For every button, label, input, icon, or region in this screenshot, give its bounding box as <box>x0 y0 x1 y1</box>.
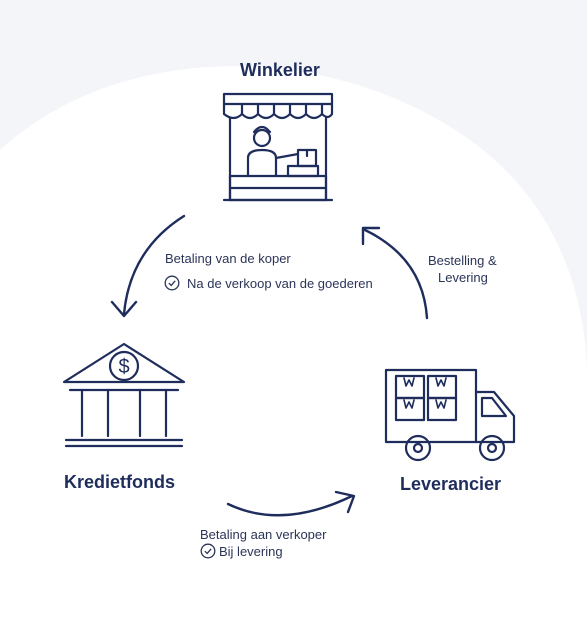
payment-buyer-condition: Na de verkoop van de goederen <box>187 276 373 291</box>
check-circle-icon <box>164 275 180 291</box>
fund-title: Kredietfonds <box>64 472 176 492</box>
svg-text:$: $ <box>118 356 129 378</box>
supplier-title: Leverancier <box>400 474 502 494</box>
arrow-to-supplier <box>226 490 356 517</box>
arrow-to-fund <box>110 214 186 318</box>
shop-icon <box>222 92 334 202</box>
check-circle-icon <box>200 543 216 559</box>
payment-seller-label: Betaling aan verkoper <box>200 527 327 542</box>
payment-seller-condition: Bij levering <box>219 544 283 559</box>
retailer-title: Winkelier <box>240 60 320 80</box>
arrow-to-retailer <box>361 226 429 320</box>
order-delivery-line2: Levering <box>438 270 488 285</box>
bank-icon: $ <box>62 342 186 448</box>
payment-buyer-label: Betaling van de koper <box>165 251 291 266</box>
order-delivery-line1: Bestelling & <box>428 253 497 268</box>
delivery-truck-icon <box>384 368 516 462</box>
